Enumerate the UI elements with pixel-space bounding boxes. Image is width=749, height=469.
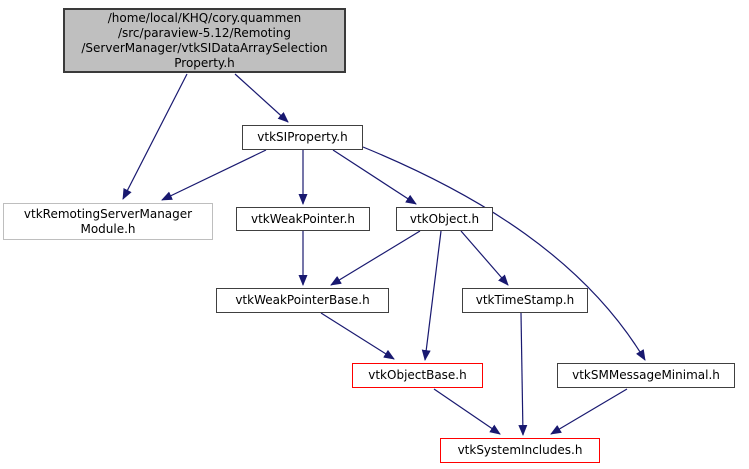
node-vtkObjectBase-label: vtkObjectBase.h [368,368,467,382]
node-vtkSIProperty[interactable]: vtkSIProperty.h [242,125,363,150]
node-vtkSMMessageMinimal[interactable]: vtkSMMessageMinimal.h [557,363,735,388]
node-vtkObject-label: vtkObject.h [409,211,480,226]
node-main-file-line: /home/local/KHQ/cory.quammen [107,10,302,25]
node-vtkTimeStamp-label: vtkTimeStamp.h [475,293,575,307]
node-main-file-line: /src/paraview-5.12/Remoting [117,25,292,40]
node-vtkWeakPointerBase[interactable]: vtkWeakPointerBase.h [216,288,389,313]
edge-vtkSIProperty-to-vtkSMMessageMinimal [362,146,646,361]
node-vtkWeakPointerBase-label: vtkWeakPointerBase.h [235,293,370,307]
node-vtkObjectBase[interactable]: vtkObjectBase.h [352,363,483,388]
node-main-file-line: /ServerManager/vtkSIDataArraySelection [81,40,328,55]
edge-vtkWeakPointerBase-to-vtkObjectBase [320,312,395,360]
edge-main-to-module [122,73,188,200]
edge-vtkSIProperty-to-module [161,149,267,201]
edge-main-to-vtkSIProperty [234,73,289,123]
node-main-file: /home/local/KHQ/cory.quammen /src/paravi… [63,8,346,73]
edge-vtkObject-to-vtkWeakPointerBase [330,230,421,286]
node-main-file-line: Property.h [174,55,235,70]
edge-vtkObject-to-vtkTimeStamp [460,230,509,286]
node-vtkWeakPointer-label: vtkWeakPointer.h [250,211,356,226]
node-vtkObject[interactable]: vtkObject.h [396,207,493,231]
node-vtkRemotingServerManagerModule: vtkRemotingServerManager Module.h [3,203,213,240]
node-vtkSystemIncludes[interactable]: vtkSystemIncludes.h [440,438,600,463]
edge-vtkObject-to-vtkObjectBase [421,230,442,361]
node-vtkSystemIncludes-label: vtkSystemIncludes.h [457,443,583,457]
edge-vtkTimeStamp-to-vtkSystemIncludes [518,312,528,436]
node-vtkSIProperty-label: vtkSIProperty.h [257,130,348,144]
node-vtkSMMessageMinimal-label: vtkSMMessageMinimal.h [572,368,720,382]
edge-vtkSMMessageMinimal-to-vtkSystemIncludes [550,388,628,435]
node-vtkWeakPointer[interactable]: vtkWeakPointer.h [236,207,370,231]
node-vtkTimeStamp[interactable]: vtkTimeStamp.h [462,288,588,313]
edge-vtkObjectBase-to-vtkSystemIncludes [433,388,501,435]
edge-vtkSIProperty-to-vtkObject [332,149,417,205]
node-vtkRemotingServerManagerModule-line: vtkRemotingServerManager [23,206,193,221]
node-vtkRemotingServerManagerModule-line: Module.h [80,221,136,236]
